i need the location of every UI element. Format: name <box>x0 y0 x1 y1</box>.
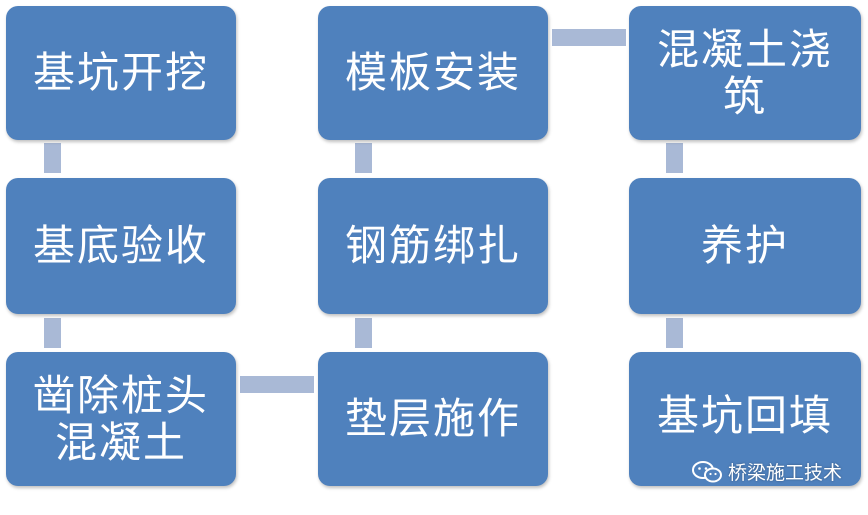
connector-b8-b9 <box>666 318 683 348</box>
step-box: 凿除桩头混凝土 <box>6 352 236 486</box>
step-box: 模板安装 <box>318 6 548 140</box>
step-box: 养护 <box>629 178 861 314</box>
step-box: 钢筋绑扎 <box>318 178 548 314</box>
step-box: 基坑回填 <box>629 352 861 486</box>
connector-b5-b6 <box>355 143 372 173</box>
connector-b2-b3 <box>44 318 61 348</box>
connector-b3-b4 <box>240 376 314 393</box>
step-box: 基坑开挖 <box>6 6 236 140</box>
connector-b4-b5 <box>355 318 372 348</box>
step-box: 垫层施作 <box>318 352 548 486</box>
step-box: 混凝土浇筑 <box>629 6 861 140</box>
watermark: 桥梁施工技术 <box>691 458 842 485</box>
connector-b1-b2 <box>44 143 61 173</box>
connector-b6-b7 <box>552 29 626 46</box>
wechat-icon <box>691 460 722 482</box>
watermark-text: 桥梁施工技术 <box>727 462 842 484</box>
connector-b7-b8 <box>666 143 683 173</box>
step-box: 基底验收 <box>6 178 236 314</box>
